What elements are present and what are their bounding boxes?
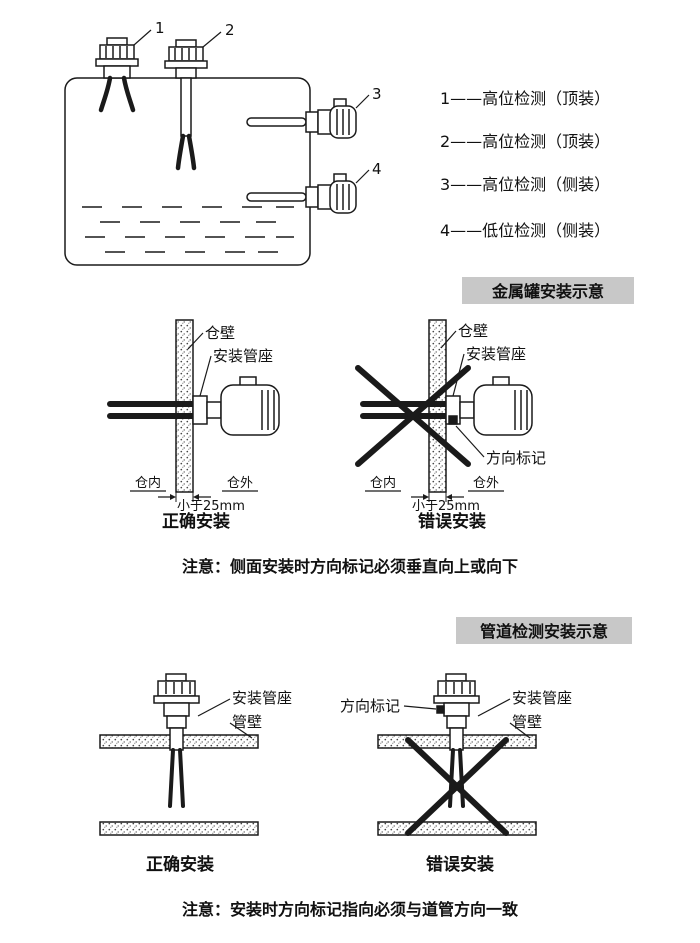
title-pipe-wrong: 错误安装 (426, 854, 494, 875)
label-direction-mark-pipe: 方向标记 (340, 697, 400, 715)
label-pipe-socket-correct: 安装管座 (232, 689, 292, 707)
callout-number-2: 2 (225, 21, 235, 39)
badge-metal-tank: 金属罐安装示意 (462, 277, 634, 304)
label-pipe-socket-wrong: 安装管座 (512, 689, 572, 707)
callout-number-4: 4 (372, 160, 382, 178)
wrong-cross-side (355, 365, 471, 467)
label-pipe-wall-wrong: 管壁 (512, 713, 542, 731)
pipe-mount-note: 注意：安装时方向标记指向必须与道管方向一致 (182, 900, 519, 919)
label-inside-correct: 仓内 (135, 475, 161, 491)
legend-item-4: 4——低位检测（侧装） (440, 221, 610, 240)
badge-pipe-detect: 管道检测安装示意 (456, 617, 632, 644)
label-inside-wrong: 仓内 (370, 475, 396, 491)
direction-mark (448, 415, 458, 425)
callout-number-3: 3 (372, 85, 382, 103)
sensor-4-side-low (246, 173, 357, 214)
side-mount-wrong (355, 319, 533, 502)
badge-metal-tank-label: 金属罐安装示意 (491, 282, 604, 301)
legend-item-1: 1——高位检测（顶装） (440, 89, 610, 108)
label-direction-mark-side: 方向标记 (486, 449, 546, 467)
pipe-wall-bottom-wrong (377, 821, 537, 836)
legend-item-3: 3——高位检测（侧装） (440, 175, 610, 194)
side-mount-note: 注意：侧面安装时方向标记必须垂直向上或向下 (182, 557, 518, 576)
label-outside-wrong: 仓外 (473, 476, 499, 491)
label-gap-correct: 小于25mm (177, 499, 245, 514)
tank-legend: 1——高位检测（顶装） 2——高位检测（顶装） 3——高位检测（侧装） 4——低… (440, 89, 610, 240)
callout-line-4 (355, 169, 370, 184)
wrong-cross-pipe (405, 737, 509, 836)
title-side-correct: 正确安装 (162, 511, 230, 532)
callout-number-1: 1 (155, 19, 165, 37)
label-gap-wrong: 小于25mm (412, 499, 480, 514)
legend-item-2: 2——高位检测（顶装） (440, 132, 610, 151)
pipe-mount-correct (99, 673, 259, 836)
label-socket-correct: 安装管座 (213, 347, 273, 365)
sensor-3-side-high (246, 98, 357, 139)
title-side-wrong: 错误安装 (418, 511, 486, 532)
label-outside-correct: 仓外 (227, 476, 253, 491)
badge-pipe-detect-label: 管道检测安装示意 (480, 622, 608, 641)
callout-line-1 (133, 29, 152, 46)
callout-line-3 (355, 94, 370, 109)
label-bin-wall-wrong: 仓壁 (458, 322, 488, 340)
sensor-1-top-fork (95, 37, 139, 113)
side-mount-correct (107, 319, 280, 502)
liquid-level-dashes (82, 206, 294, 253)
pipe-mount-wrong (377, 673, 537, 836)
pipe-wall-bottom (99, 821, 259, 836)
label-socket-wrong: 安装管座 (466, 345, 526, 363)
sensor-2-top-rod (164, 39, 208, 171)
direction-mark-pipe (436, 705, 445, 714)
callout-line-2 (202, 31, 222, 48)
title-pipe-correct: 正确安装 (146, 854, 214, 875)
label-pipe-wall-correct: 管壁 (232, 713, 262, 731)
pipe-sensor-correct (153, 673, 200, 808)
label-bin-wall-correct: 仓壁 (205, 324, 235, 342)
pipe-sensor-wrong (433, 673, 480, 808)
metal-tank-diagram (64, 29, 370, 266)
